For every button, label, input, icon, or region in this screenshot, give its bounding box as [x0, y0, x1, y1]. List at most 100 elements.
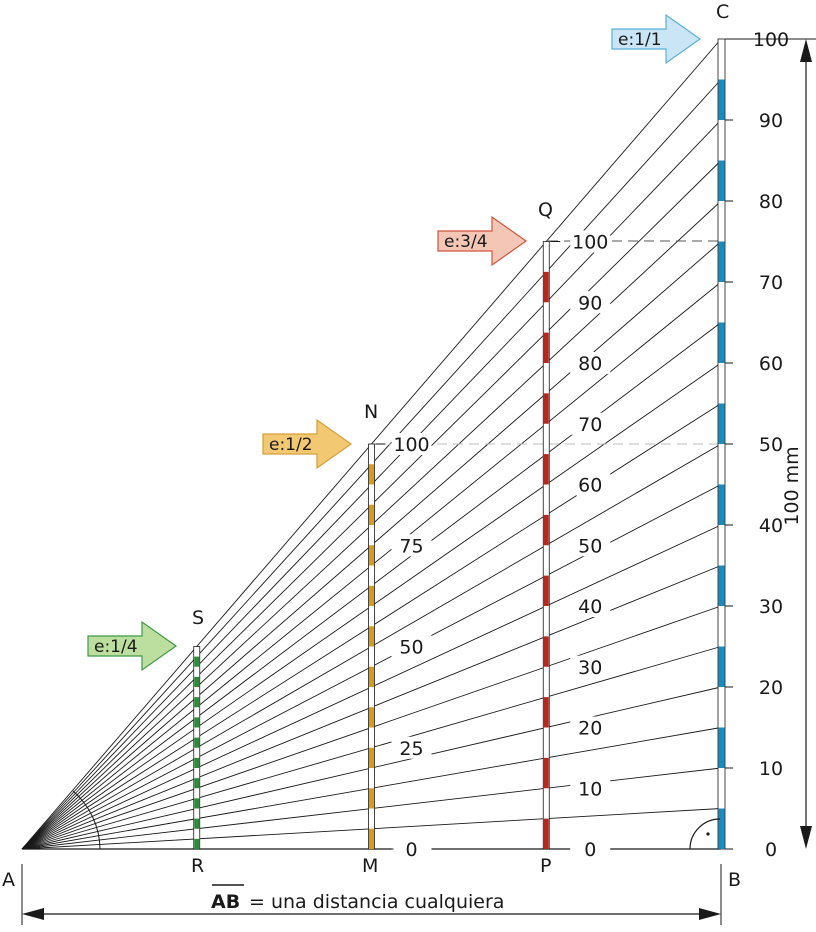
tick-label-bg — [749, 514, 789, 536]
scale-segment-full — [718, 79, 725, 120]
scale-segment-threequarter — [543, 575, 549, 606]
tick-label-bg — [570, 777, 611, 800]
scale-segment-threequarter — [543, 454, 549, 485]
scale-arrow-label-half: e:1/2 — [269, 435, 313, 455]
tick-label-threequarter: 100 — [572, 232, 608, 254]
tick-label-full: 60 — [759, 353, 783, 375]
scale-bars — [193, 38, 726, 850]
tick-label-threequarter: 0 — [584, 839, 596, 861]
scale-segment-quarter — [194, 838, 200, 849]
tick-label-threequarter: 10 — [578, 778, 602, 800]
tick-label-bg — [749, 676, 789, 698]
tick-label-half: 100 — [393, 434, 429, 456]
tick-label-bg — [749, 595, 789, 617]
scale-arrow-half — [262, 418, 353, 470]
tick-label-bg — [570, 716, 611, 739]
tick-label-threequarter: 70 — [578, 414, 602, 436]
tick-label-bg — [749, 757, 789, 779]
tick-label-half: 75 — [399, 535, 423, 557]
height-dimension-label: 100 mm — [781, 446, 803, 525]
scale-segment-quarter — [194, 697, 200, 708]
tick-labels: 0255075100010203040506070809010001020304… — [375, 28, 789, 861]
scale-segment-full — [718, 646, 725, 687]
tick-label-bg — [749, 838, 789, 860]
point-label-r: R — [191, 855, 204, 877]
tick-label-full: 70 — [759, 272, 783, 294]
point-label-n: N — [364, 401, 378, 423]
tick-label-threequarter: 80 — [578, 353, 602, 375]
point-label-a: A — [2, 869, 15, 891]
point-label-q: Q — [538, 199, 553, 221]
point-label-c: C — [716, 1, 729, 23]
tick-label-bg — [391, 534, 432, 557]
scale-segment-full — [718, 808, 725, 849]
tick-label-threequarter: 90 — [578, 292, 602, 314]
scale-segment-threequarter — [543, 697, 549, 728]
base-dimension-label: = una distancia cualquiera — [249, 891, 504, 913]
tick-label-full: 50 — [759, 434, 783, 456]
scale-arrow-full — [611, 13, 702, 65]
height-dimension: 100 mm — [728, 38, 816, 849]
tick-label-threequarter: 30 — [578, 657, 602, 679]
scale-arrow-label-full: e:1/1 — [618, 30, 662, 50]
scale-segment-half — [369, 666, 374, 687]
base-dimension: AB = una distancia cualquiera — [21, 864, 722, 925]
tick-label-bg — [570, 352, 611, 374]
tick-label-full: 80 — [759, 191, 783, 213]
scale-segment-threequarter — [543, 271, 549, 303]
scale-segment-threequarter — [543, 818, 549, 849]
point-label-p: P — [540, 855, 551, 877]
tick-label-bg — [570, 534, 611, 557]
base-segment-label: AB — [211, 891, 240, 913]
scale-segment-quarter — [194, 818, 200, 829]
scale-segment-full — [718, 241, 725, 282]
tick-label-full: 10 — [759, 758, 783, 780]
tick-label-half: 50 — [399, 637, 423, 659]
angle-arc-a — [72, 790, 101, 850]
tick-label-full: 40 — [759, 515, 783, 537]
tick-label-threequarter: 50 — [578, 535, 602, 557]
scale-segment-quarter — [194, 656, 200, 667]
scale-segment-quarter — [194, 798, 200, 809]
scale-segment-full — [718, 160, 725, 201]
scale-segment-threequarter — [543, 514, 549, 546]
tick-label-full: 0 — [765, 839, 777, 861]
scale-arrows: e:1/4e:1/2e:3/4e:1/1 — [87, 13, 702, 672]
point-label-s: S — [192, 607, 204, 629]
scale-segment-quarter — [194, 778, 200, 789]
tick-label-half: 0 — [405, 839, 417, 861]
tick-label-bg — [749, 271, 789, 293]
tick-label-bg — [570, 230, 611, 253]
scale-segment-half — [369, 464, 374, 485]
scale-segment-full — [718, 322, 725, 363]
scale-segment-half — [369, 788, 374, 809]
tick-label-bg — [570, 412, 611, 435]
scale-segment-half — [369, 707, 374, 728]
tick-label-bg — [570, 291, 611, 314]
scale-arrow-quarter — [87, 620, 178, 672]
tick-label-bg — [391, 635, 432, 658]
scale-arrow-threequarter — [437, 215, 528, 267]
scale-segment-half — [369, 747, 374, 768]
scale-segment-half — [369, 626, 374, 647]
tick-label-bg — [570, 838, 611, 860]
scale-segment-half — [369, 585, 374, 606]
right-angle-marker — [689, 818, 721, 850]
scale-segment-threequarter — [543, 393, 549, 424]
point-label-b: B — [728, 869, 741, 891]
scale-segment-threequarter — [543, 636, 549, 667]
tick-label-bg — [749, 190, 789, 212]
scale-segment-full — [718, 403, 725, 444]
scale-segment-half — [369, 504, 374, 525]
scale-segment-full — [718, 727, 725, 768]
tick-label-bg — [570, 595, 611, 617]
scale-segment-quarter — [194, 676, 200, 687]
tick-label-threequarter: 60 — [578, 475, 602, 497]
scale-segment-quarter — [194, 717, 200, 728]
tick-label-bg — [570, 473, 611, 496]
tick-label-threequarter: 20 — [578, 718, 602, 740]
tick-label-bg — [391, 736, 432, 759]
tick-label-bg — [391, 838, 432, 860]
